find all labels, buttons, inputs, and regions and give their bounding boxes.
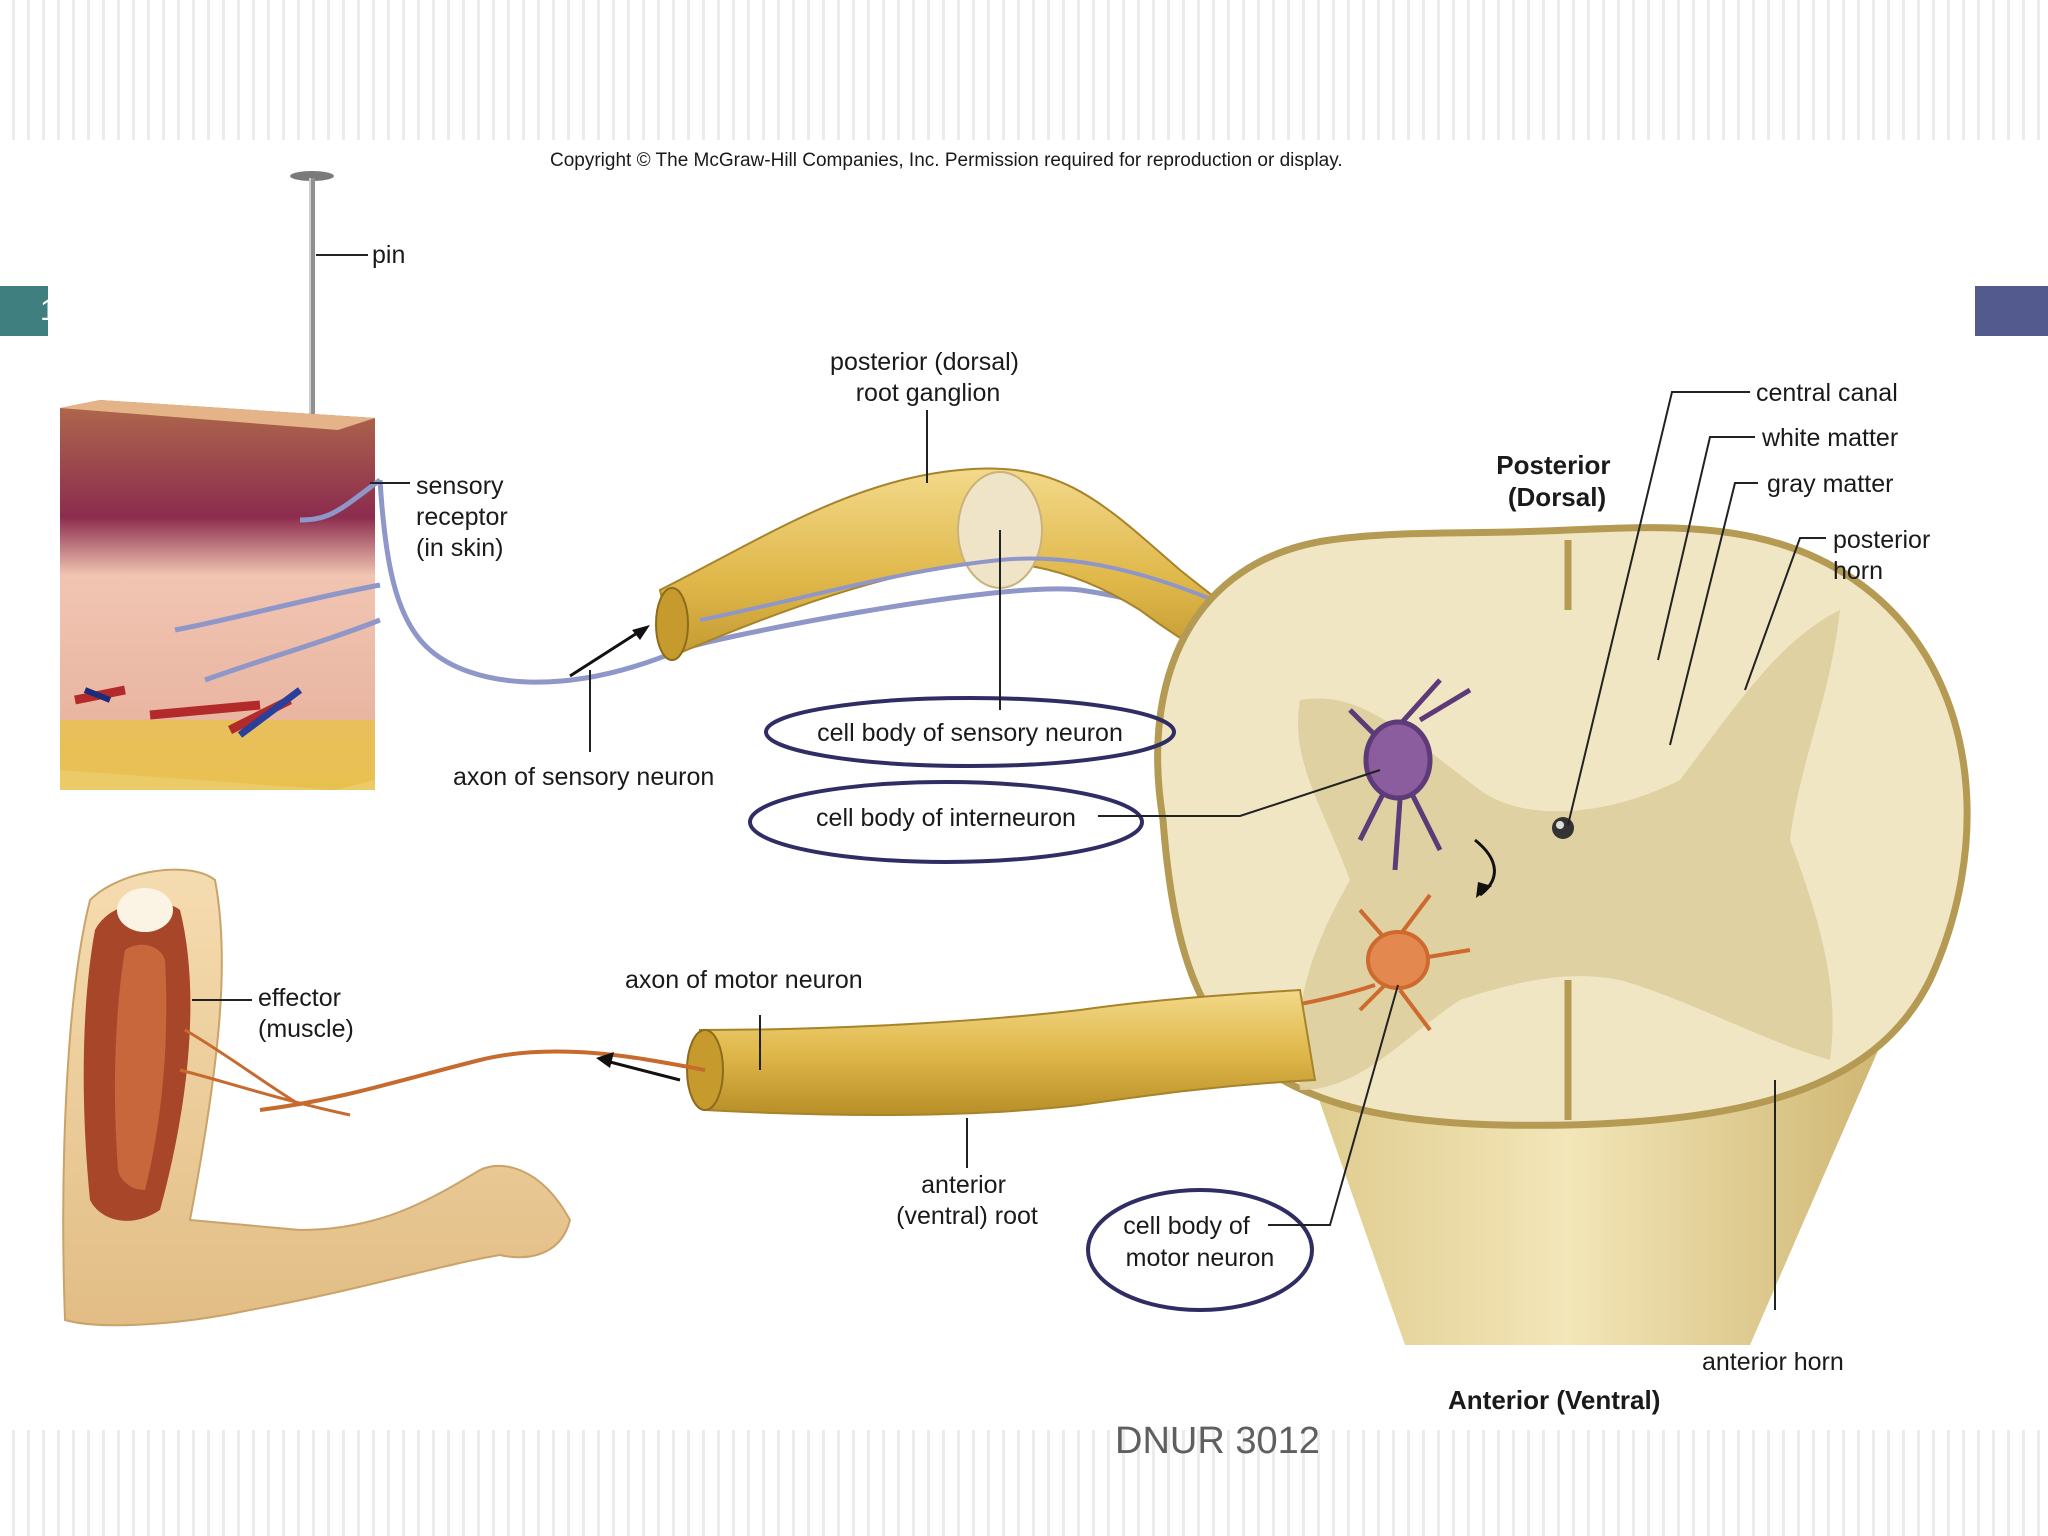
ventral-root-nerve bbox=[698, 988, 1317, 1116]
background-stripes-bottom bbox=[0, 1430, 2048, 1536]
slide-tab-right bbox=[1975, 286, 2048, 336]
cell-body-interneuron-label: cell body of interneuron bbox=[816, 804, 1076, 832]
slide-tab-left: 1 bbox=[0, 286, 57, 336]
interneuron-cell-body-leader bbox=[1098, 769, 1381, 817]
white-matter-leader bbox=[1657, 436, 1755, 661]
interneuron-illustration bbox=[1348, 678, 1472, 871]
sensory-cell-body-highlight bbox=[764, 696, 1176, 768]
motor-cell-body-leader bbox=[1268, 984, 1399, 1226]
course-code: DNUR 3012 bbox=[1115, 1420, 1320, 1462]
gray-matter-label: gray matter bbox=[1767, 470, 1893, 498]
pin-illustration bbox=[290, 171, 334, 503]
posterior-dorsal-label: Posterior (Dorsal) bbox=[1496, 450, 1617, 512]
gray-matter-leader bbox=[1669, 482, 1758, 746]
effector-label: effector (muscle) bbox=[258, 984, 354, 1043]
anterior-ventral-label: Anterior (Ventral) bbox=[1448, 1385, 1660, 1415]
cell-body-sensory-label: cell body of sensory neuron bbox=[817, 719, 1123, 747]
motor-axon bbox=[259, 1049, 706, 1112]
cell-body-motor-label: cell body of motor neuron bbox=[1123, 1212, 1274, 1272]
root-ganglion-label: posterior (dorsal) root ganglion bbox=[830, 348, 1026, 407]
axon-sensory-label: axon of sensory neuron bbox=[453, 763, 714, 791]
anterior-root-label: anterior (ventral) root bbox=[896, 1171, 1038, 1230]
interneuron-cell-body-highlight bbox=[748, 780, 1144, 864]
skin-block-illustration bbox=[60, 400, 375, 790]
motor-cell-body-highlight bbox=[1086, 1188, 1314, 1312]
spinal-cord-illustration bbox=[1154, 524, 1971, 1345]
slide-number: 1 bbox=[40, 294, 57, 327]
signal-arrowhead bbox=[1476, 882, 1492, 898]
arm-muscle-illustration bbox=[62, 868, 572, 1327]
white-matter-label: white matter bbox=[1761, 424, 1898, 452]
pin-label: pin bbox=[372, 241, 405, 269]
central-canal-label: central canal bbox=[1756, 379, 1898, 407]
sensory-direction-arrow bbox=[569, 626, 646, 678]
motor-direction-arrow bbox=[609, 1060, 681, 1082]
axon-motor-label: axon of motor neuron bbox=[625, 966, 863, 994]
motor-arrowhead bbox=[596, 1052, 614, 1068]
background-stripes-top bbox=[0, 0, 2048, 140]
posterior-horn-leader bbox=[1744, 537, 1826, 691]
copyright-notice: Copyright © The McGraw-Hill Companies, I… bbox=[550, 150, 1343, 171]
sensory-receptor-label: sensory receptor (in skin) bbox=[416, 472, 515, 562]
anterior-horn-label: anterior horn bbox=[1702, 1348, 1844, 1376]
central-canal-leader bbox=[1567, 391, 1750, 826]
dorsal-root-cut-end bbox=[655, 587, 689, 661]
sensory-arrowhead bbox=[632, 625, 650, 640]
posterior-horn-label: posterior horn bbox=[1833, 526, 1937, 585]
